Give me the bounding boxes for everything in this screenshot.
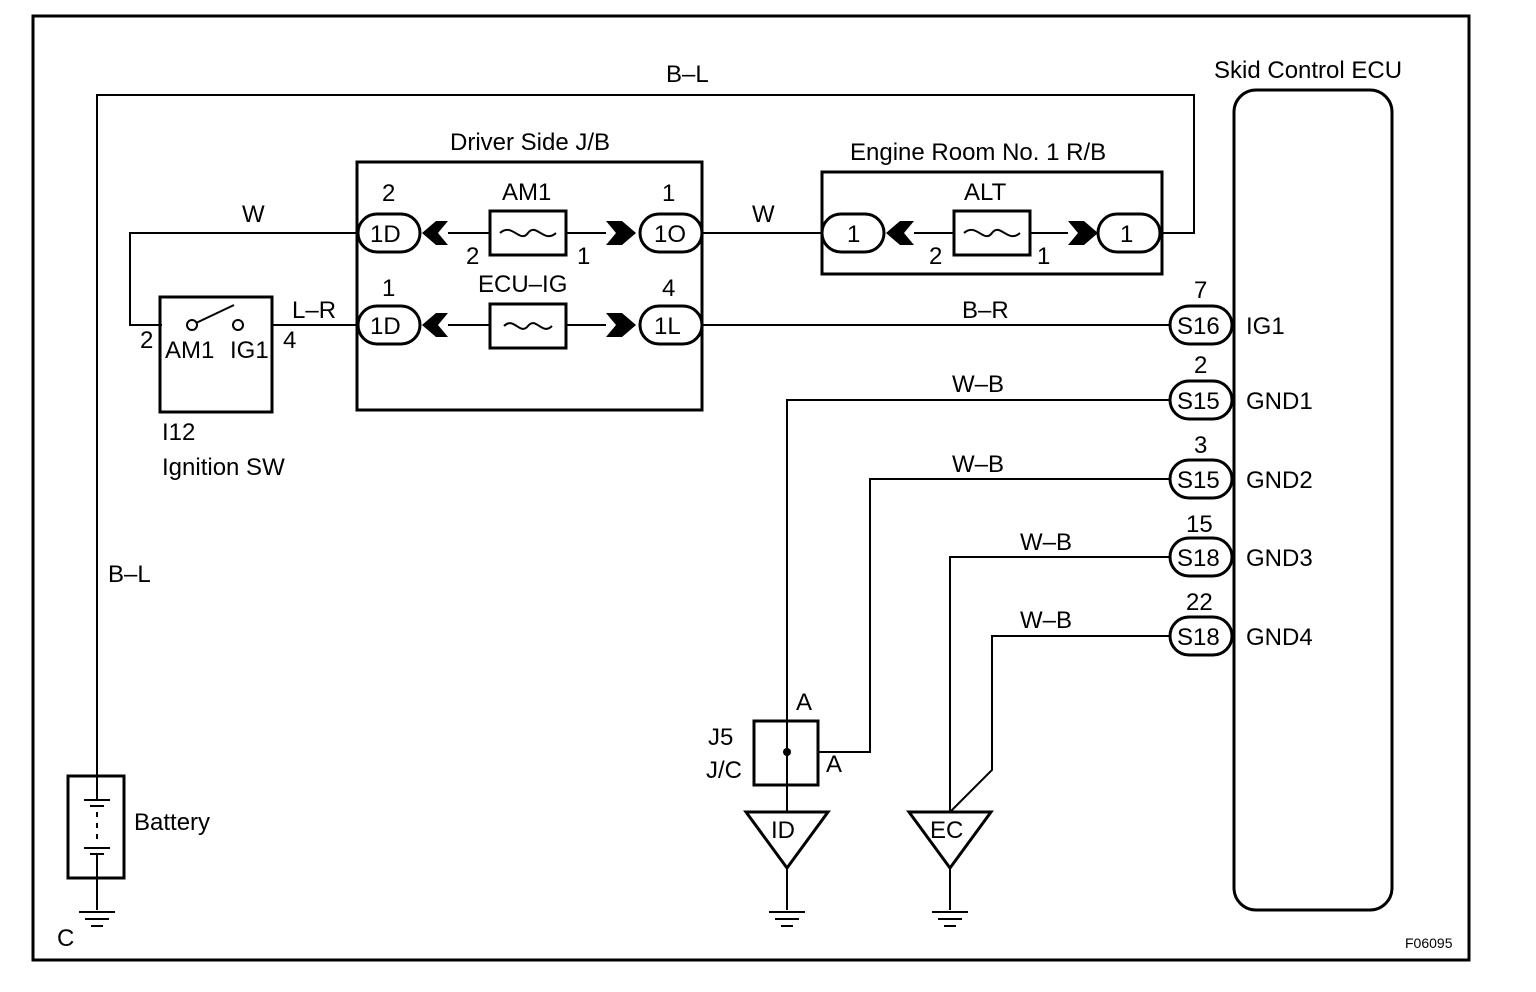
fuse-ecuig-icon xyxy=(503,322,553,330)
ecu-pin-num-gnd4: 22 xyxy=(1186,589,1213,616)
driver-side-jb-box xyxy=(355,160,704,412)
connector-1l-label: 1L xyxy=(654,313,681,340)
jb-row2-right-pin: 4 xyxy=(662,275,675,302)
connector-s16-label: S16 xyxy=(1177,313,1220,340)
ignition-term-am1: AM1 xyxy=(165,337,214,364)
ecu-pin-num-gnd2: 3 xyxy=(1194,432,1207,459)
connector-s15-gnd1-label: S15 xyxy=(1177,388,1220,415)
connector-s15-gnd2-label: S15 xyxy=(1177,467,1220,494)
ground-symbol-id xyxy=(769,911,805,927)
ecu-pin-num-ig1: 7 xyxy=(1194,277,1207,304)
ecu-pin-name-gnd2: GND2 xyxy=(1246,467,1313,494)
fuse-alt-title: ALT xyxy=(964,179,1007,206)
ignition-pin-left: 2 xyxy=(140,327,153,354)
ground-symbol-battery xyxy=(79,911,115,927)
connector-s18-gnd3-label: S18 xyxy=(1177,545,1220,572)
figure-id: F06095 xyxy=(1405,935,1453,951)
engine-rb-title: Engine Room No. 1 R/B xyxy=(850,139,1106,166)
battery-label: Battery xyxy=(134,809,210,836)
ecu-title: Skid Control ECU xyxy=(1214,57,1402,84)
wire-label-wb-gnd3: W–B xyxy=(1020,529,1072,556)
ignition-switch-box xyxy=(158,295,274,414)
arrow-left-icon xyxy=(422,221,448,245)
connector-rb-right-label: 1 xyxy=(1120,221,1133,248)
skid-control-ecu xyxy=(1232,88,1394,912)
connector-1o-label: 1O xyxy=(654,221,686,248)
junction-pin-right: A xyxy=(826,751,842,778)
ignition-code: I12 xyxy=(162,419,195,446)
wire-label-bl-top: B–L xyxy=(666,61,709,88)
ground-id-label: ID xyxy=(771,817,795,844)
wire-wb-gnd1 xyxy=(786,399,1170,752)
fuse-alt-icon xyxy=(963,228,1021,238)
engine-room-rb-box xyxy=(820,170,1164,276)
ignition-pin-right: 4 xyxy=(283,327,296,354)
arrow-left-icon xyxy=(886,221,914,245)
fuse-alt-in-pin: 2 xyxy=(929,243,942,270)
fuse-am1-icon xyxy=(499,228,557,238)
switch-contact-ig1 xyxy=(232,319,244,331)
ecu-pin-name-ig1: IG1 xyxy=(1246,313,1285,340)
wire-label-wb-gnd4: W–B xyxy=(1020,607,1072,634)
wire-wb-gnd2 xyxy=(818,478,1170,753)
fuse-am1-title: AM1 xyxy=(502,179,551,206)
ground-symbol-ec xyxy=(932,911,968,927)
ground-ec-label: EC xyxy=(930,817,963,844)
connector-1d-bottom-label: 1D xyxy=(370,313,401,340)
fuse-am1-in-pin: 2 xyxy=(466,243,479,270)
connector-rb-right xyxy=(1096,212,1162,254)
wire-label-wb-gnd1: W–B xyxy=(952,371,1004,398)
wire-label-w-left: W xyxy=(242,201,265,228)
corner-label: C xyxy=(57,925,74,952)
switch-contact-am1 xyxy=(186,319,198,331)
fuse-ecuig-title: ECU–IG xyxy=(478,271,567,298)
arrow-right-icon xyxy=(606,221,636,245)
junction-pin-top: A xyxy=(796,689,812,716)
connector-s16 xyxy=(1168,304,1234,346)
ecu-pin-name-gnd1: GND1 xyxy=(1246,388,1313,415)
driver-jb-title: Driver Side J/B xyxy=(450,129,610,156)
wire-wb-gnd3 xyxy=(949,556,1170,812)
wire-label-bl-left: B–L xyxy=(108,561,151,588)
ground-point-ec xyxy=(906,810,994,871)
jb-row1-left-pin: 2 xyxy=(382,180,395,207)
ignition-name: Ignition SW xyxy=(162,454,285,481)
ecu-pin-name-gnd3: GND3 xyxy=(1246,545,1313,572)
ecu-pin-num-gnd1: 2 xyxy=(1194,352,1207,379)
wire-label-br: B–R xyxy=(962,297,1009,324)
arrow-left-icon xyxy=(422,313,448,337)
ecu-pin-num-gnd3: 15 xyxy=(1186,511,1213,538)
wire-bl-top xyxy=(96,94,1195,760)
connector-rb-left-label: 1 xyxy=(847,221,860,248)
jb-row1-right-pin: 1 xyxy=(662,180,675,207)
arrow-right-icon xyxy=(1068,221,1098,245)
ignition-term-ig1: IG1 xyxy=(230,337,269,364)
fuse-am1-out-pin: 1 xyxy=(577,243,590,270)
connector-rb-left xyxy=(820,212,886,254)
junction-code: J5 xyxy=(708,724,733,751)
wire-wb-gnd4 xyxy=(949,635,1170,813)
junction-type: J/C xyxy=(706,757,742,784)
arrow-right-icon xyxy=(606,313,636,337)
connector-1d-top-label: 1D xyxy=(370,221,401,248)
connector-s18-gnd4-label: S18 xyxy=(1177,624,1220,651)
diagram-frame xyxy=(31,14,1471,962)
wire-label-lr: L–R xyxy=(292,297,336,324)
jb-row2-left-pin: 1 xyxy=(382,275,395,302)
ecu-pin-name-gnd4: GND4 xyxy=(1246,624,1313,651)
wire-w-left xyxy=(129,232,358,326)
wire-label-w-mid: W xyxy=(752,201,775,228)
fuse-alt-out-pin: 1 xyxy=(1037,243,1050,270)
switch-blade xyxy=(195,304,235,324)
ground-point-id xyxy=(743,810,831,871)
wire-label-wb-gnd2: W–B xyxy=(952,451,1004,478)
